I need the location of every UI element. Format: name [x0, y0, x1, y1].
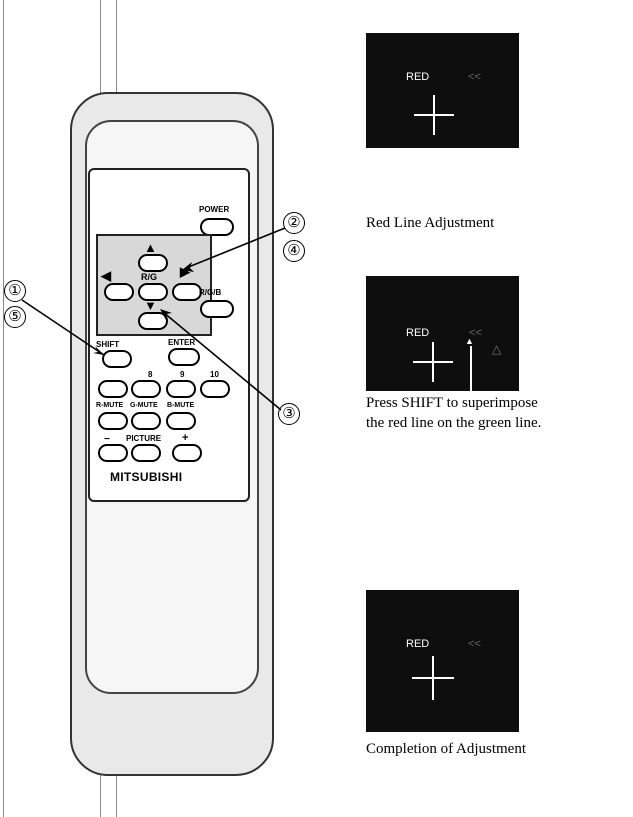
screen-mark: <<: [468, 71, 481, 83]
down-arrowhead-icon: ▼: [465, 390, 474, 391]
red-cross-vertical: [433, 95, 435, 135]
arrow-1-to-shift: [22, 300, 104, 355]
red-cross-vertical: [432, 656, 434, 700]
up-arrowhead-icon: ▲: [465, 336, 474, 346]
red-cross-vertical: [432, 342, 434, 382]
caption-red-line-adjustment: Red Line Adjustment: [366, 213, 494, 233]
screen-red-label: RED: [406, 71, 429, 83]
screen-completion: RED <<: [366, 590, 519, 732]
caption-press-shift-line1: Press SHIFT to superimpose: [366, 393, 538, 413]
arrow-3-to-down: [163, 312, 281, 410]
caption-press-shift-line2: the red line on the green line.: [366, 413, 541, 433]
arrow-2-to-right: [186, 228, 285, 268]
arrow-head: [182, 262, 194, 272]
screen-red-label: RED: [406, 327, 429, 339]
screen-red-label: RED: [406, 638, 429, 650]
down-outline-icon: ▽: [492, 388, 501, 391]
caption-completion: Completion of Adjustment: [366, 739, 526, 759]
screen-red-line-adjustment: RED <<: [366, 33, 519, 148]
vertical-arrow: [470, 346, 472, 391]
up-outline-icon: △: [492, 342, 501, 356]
arrow-head: [93, 346, 104, 355]
screen-press-shift: RED << ▲ ▼ △ ▽ ◀ ▶: [366, 276, 519, 391]
screen-mark: <<: [468, 638, 481, 650]
